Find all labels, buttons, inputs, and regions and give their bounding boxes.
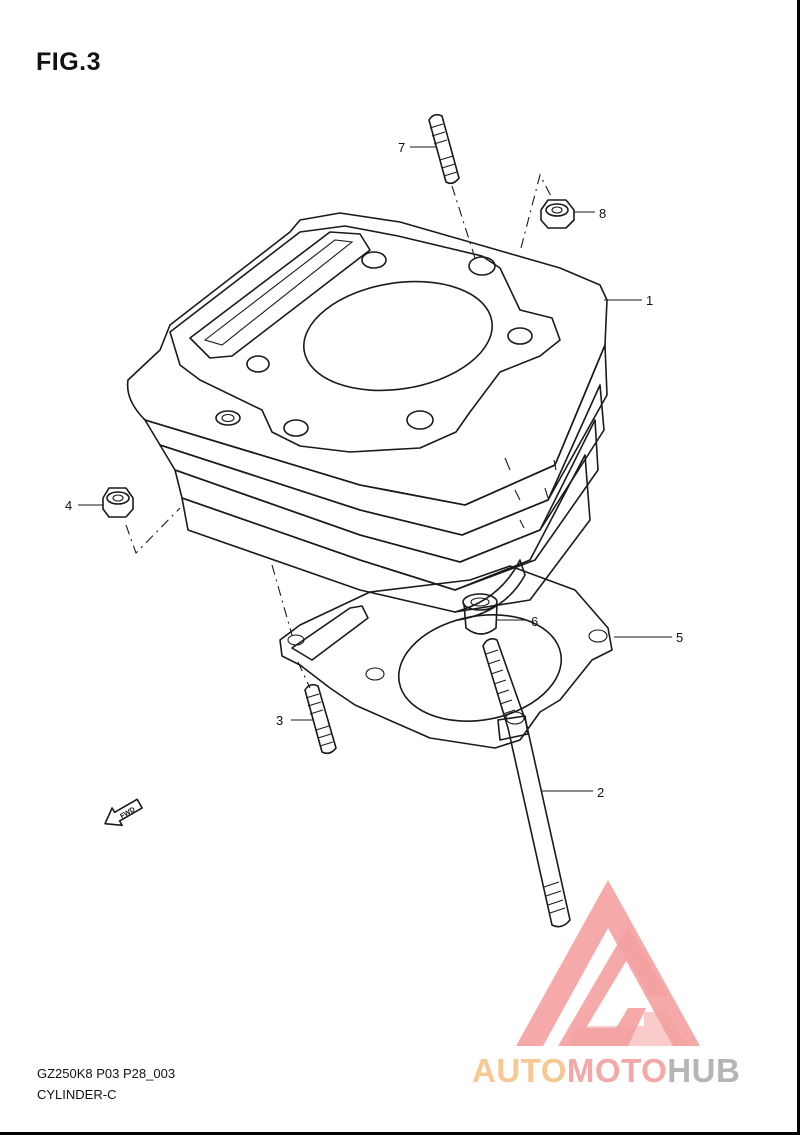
nut-left-part[interactable] bbox=[102, 487, 134, 518]
callout-6: 6 bbox=[531, 614, 538, 629]
section-name: CYLINDER-C bbox=[37, 1087, 117, 1102]
leader-4: 4 bbox=[65, 498, 103, 513]
nut-top-part[interactable] bbox=[540, 199, 575, 229]
leader-5: 5 bbox=[614, 630, 683, 645]
leader-6: 6 bbox=[497, 614, 538, 629]
leader-3: 3 bbox=[276, 713, 314, 728]
leader-8: 8 bbox=[574, 206, 606, 221]
callout-1: 1 bbox=[646, 293, 653, 308]
automotohub-logo-watermark bbox=[516, 880, 700, 1046]
short-stud-part[interactable] bbox=[304, 683, 337, 755]
cylinder-part[interactable] bbox=[126, 212, 608, 621]
callout-4: 4 bbox=[65, 498, 72, 513]
long-stud-part[interactable] bbox=[482, 638, 571, 928]
leader-2: 2 bbox=[541, 785, 604, 800]
figure-title: FIG.3 bbox=[36, 48, 102, 76]
callout-3: 3 bbox=[276, 713, 283, 728]
callout-7: 7 bbox=[398, 140, 405, 155]
model-code: GZ250K8 P03 P28_003 bbox=[37, 1066, 176, 1081]
callout-8: 8 bbox=[599, 206, 606, 221]
assembly-lines bbox=[125, 173, 554, 689]
callout-2: 2 bbox=[597, 785, 604, 800]
brand-part-auto: AUTO bbox=[472, 1052, 567, 1089]
base-gasket-part[interactable] bbox=[279, 565, 613, 749]
dowel-pin-part[interactable] bbox=[462, 593, 498, 635]
callout-5: 5 bbox=[676, 630, 683, 645]
top-stud-part[interactable] bbox=[428, 113, 460, 185]
leader-7: 7 bbox=[398, 140, 436, 155]
leader-1: 1 bbox=[604, 293, 653, 308]
brand-part-hub: HUB bbox=[667, 1052, 741, 1089]
brand-part-moto: MOTO bbox=[566, 1052, 668, 1089]
fwd-direction-arrow: FWD bbox=[104, 798, 143, 827]
automotohub-brand-text: AUTOMOTOHUB bbox=[472, 1052, 740, 1090]
